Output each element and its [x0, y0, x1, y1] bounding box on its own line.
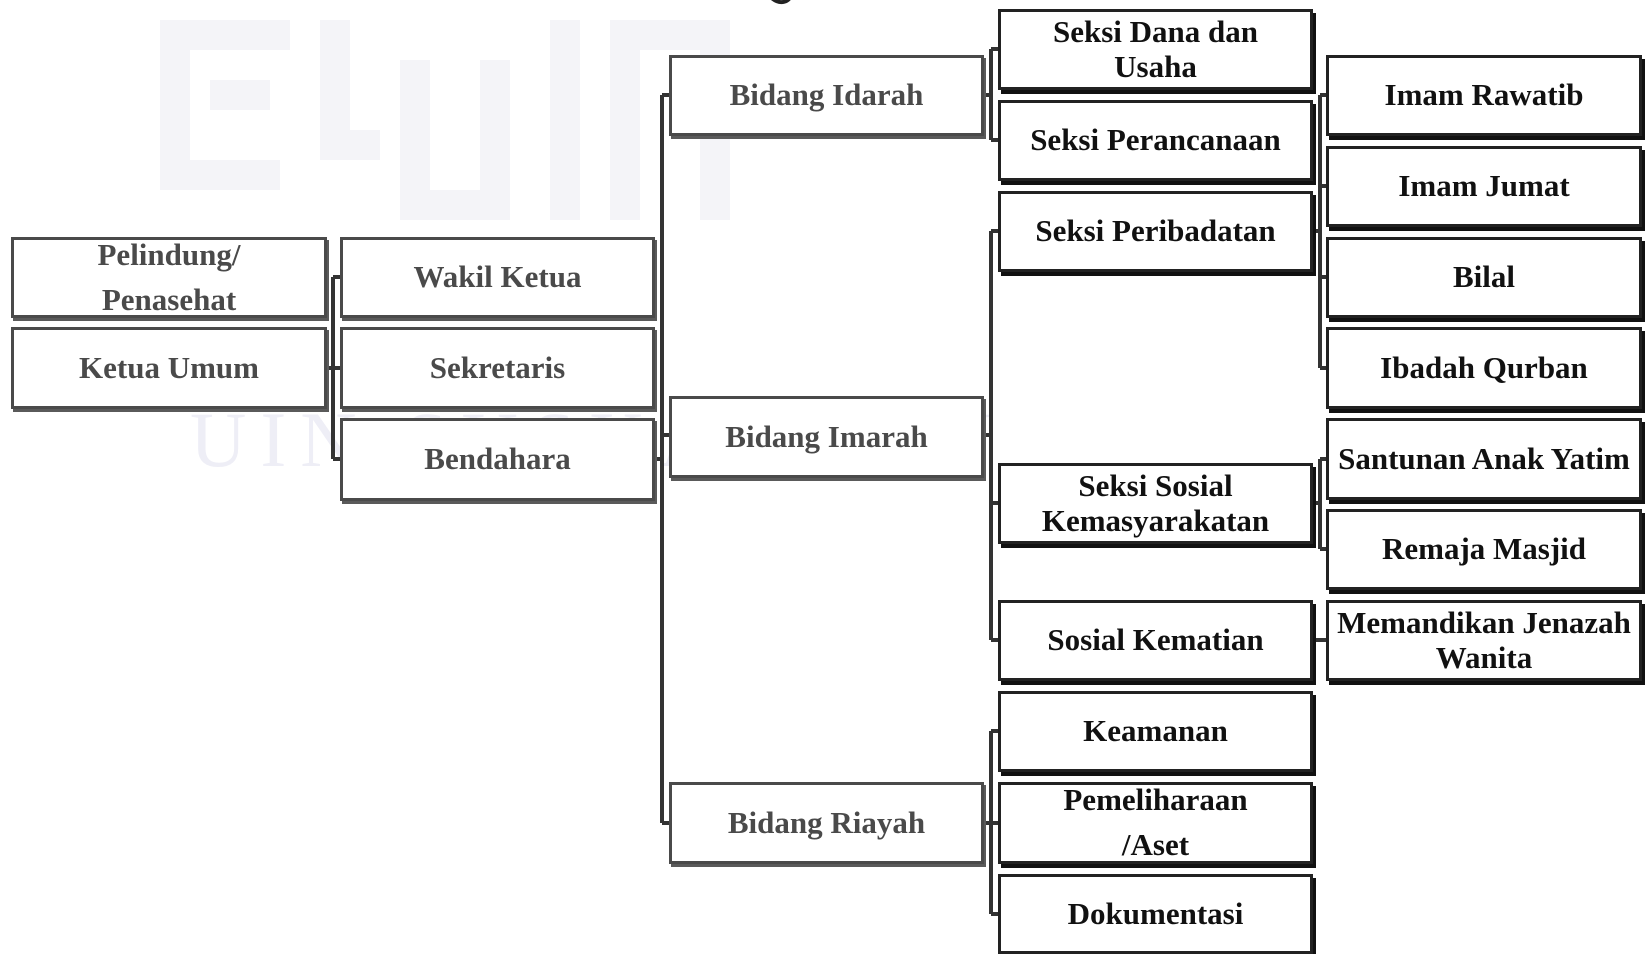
- pelindung-penasehat-box: Pelindung/ Penasehat: [11, 237, 327, 318]
- bidang-riayah-box: Bidang Riayah: [669, 782, 984, 864]
- seksi-sosial-line2: Kemasyarakatan: [1041, 502, 1270, 538]
- bilal-label: Bilal: [1452, 259, 1515, 295]
- wakil-ketua-label: Wakil Ketua: [413, 259, 582, 295]
- bendahara-label: Bendahara: [424, 441, 571, 477]
- bidang-imarah-label: Bidang Imarah: [725, 418, 928, 454]
- jenazah-line2: Wanita: [1435, 639, 1533, 675]
- seksi-perancanaan-box: Seksi Perancanaan: [998, 100, 1313, 181]
- seksi-sosial-line1: Seksi Sosial: [1078, 468, 1233, 504]
- bendahara-box: Bendahara: [340, 418, 655, 501]
- cropped-title-fragment: [760, 0, 800, 10]
- dokumentasi-box: Dokumentasi: [998, 874, 1313, 954]
- bidang-riayah-label: Bidang Riayah: [727, 804, 926, 840]
- bidang-idarah-label: Bidang Idarah: [729, 77, 924, 113]
- imam-jumat-box: Imam Jumat: [1326, 146, 1642, 227]
- bilal-box: Bilal: [1326, 237, 1642, 318]
- seksi-peribadatan-box: Seksi Peribadatan: [998, 191, 1313, 272]
- seksi-peribadatan-label: Seksi Peribadatan: [1035, 213, 1276, 249]
- sekretaris-label: Sekretaris: [429, 349, 566, 385]
- seksi-dana-usaha-box: Seksi Dana dan Usaha: [998, 9, 1313, 90]
- dokumentasi-label: Dokumentasi: [1067, 895, 1244, 931]
- keamanan-label: Keamanan: [1083, 713, 1228, 749]
- bidang-idarah-box: Bidang Idarah: [669, 55, 984, 136]
- sosial-kematian-box: Sosial Kematian: [998, 600, 1313, 681]
- sekretaris-box: Sekretaris: [340, 327, 655, 409]
- seksi-dana-usaha-line1: Seksi Dana dan: [1052, 14, 1259, 50]
- jenazah-line1: Memandikan Jenazah: [1337, 605, 1631, 641]
- santunan-anak-yatim-box: Santunan Anak Yatim: [1326, 418, 1642, 500]
- ketua-umum-label: Ketua Umum: [79, 349, 259, 385]
- pemeliharaan-aset-box: Pemeliharaan /Aset: [998, 782, 1313, 864]
- pelindung-line2: Penasehat: [101, 281, 237, 317]
- ketua-umum-box: Ketua Umum: [11, 327, 327, 409]
- bidang-imarah-box: Bidang Imarah: [669, 396, 984, 478]
- remaja-masjid-box: Remaja Masjid: [1326, 509, 1642, 590]
- seksi-sosial-kemasyarakatan-box: Seksi Sosial Kemasyarakatan: [998, 463, 1313, 544]
- seksi-dana-usaha-line2: Usaha: [1114, 48, 1197, 84]
- memandikan-jenazah-wanita-box: Memandikan Jenazah Wanita: [1326, 600, 1642, 681]
- ibadah-qurban-label: Ibadah Qurban: [1380, 349, 1588, 385]
- keamanan-box: Keamanan: [998, 691, 1313, 772]
- imam-rawatib-label: Imam Rawatib: [1384, 77, 1584, 113]
- imam-rawatib-box: Imam Rawatib: [1326, 55, 1642, 136]
- sosial-kematian-label: Sosial Kematian: [1047, 622, 1264, 658]
- seksi-perancanaan-label: Seksi Perancanaan: [1030, 122, 1281, 158]
- ibadah-qurban-box: Ibadah Qurban: [1326, 327, 1642, 409]
- pemeliharaan-line1: Pemeliharaan: [1063, 782, 1248, 818]
- santunan-label: Santunan Anak Yatim: [1338, 440, 1630, 476]
- wakil-ketua-box: Wakil Ketua: [340, 237, 655, 318]
- pelindung-line1: Pelindung/: [97, 236, 241, 272]
- imam-jumat-label: Imam Jumat: [1398, 168, 1570, 204]
- remaja-masjid-label: Remaja Masjid: [1381, 531, 1587, 567]
- pemeliharaan-line2: /Aset: [1121, 827, 1190, 862]
